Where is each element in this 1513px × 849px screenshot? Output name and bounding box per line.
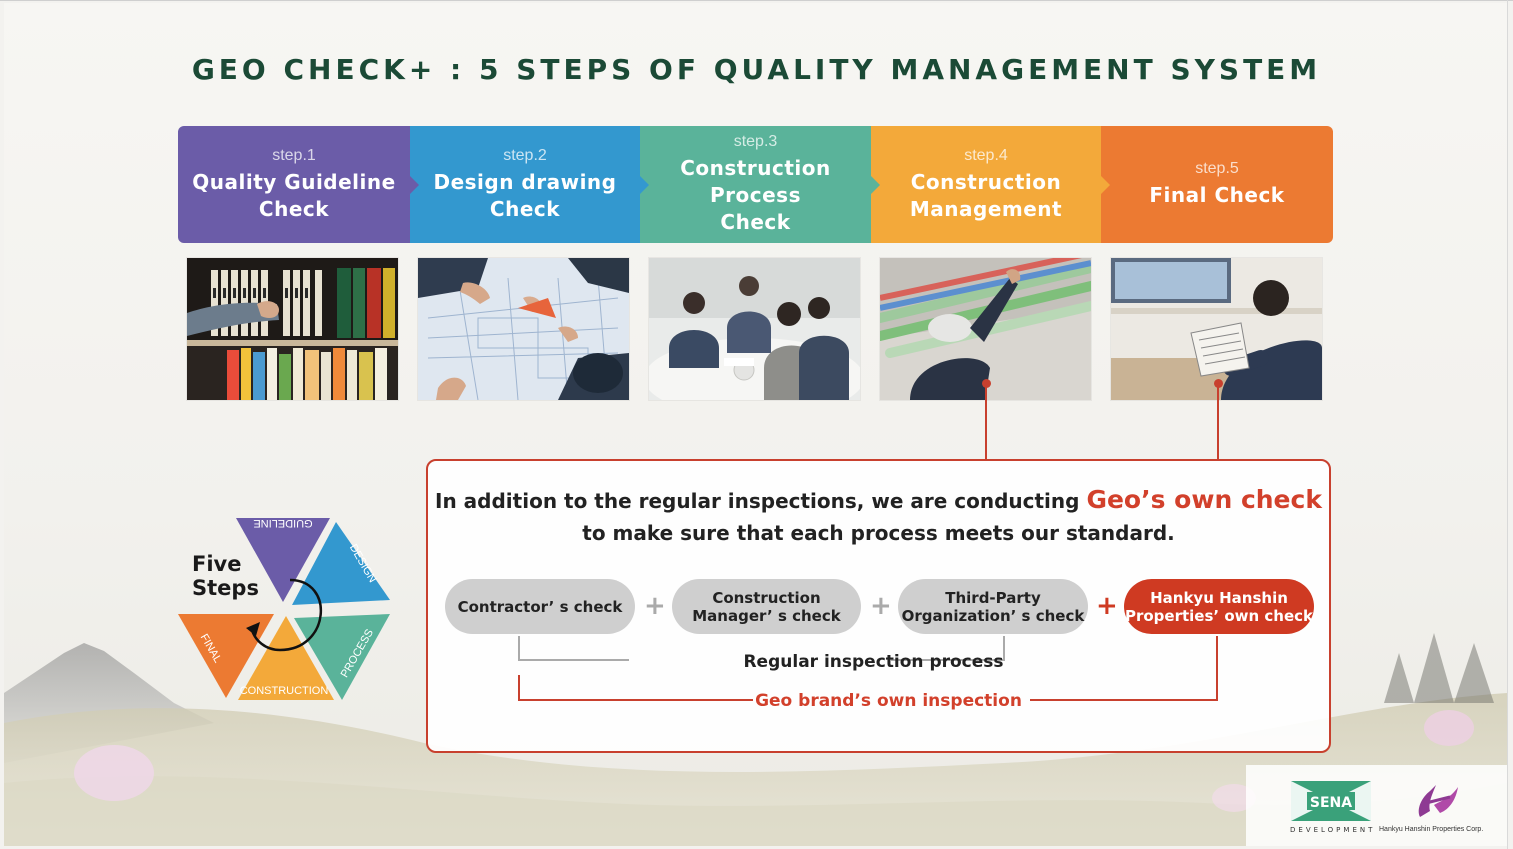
geo-own-check-highlight: Geo’s own check xyxy=(1086,485,1322,514)
segment-guideline-label: GUIDELINE xyxy=(253,517,312,529)
step-5-title: Final Check xyxy=(1149,183,1285,207)
plus-sign-3: + xyxy=(1096,591,1118,621)
page-title: GEO CHECK+ : 5 STEPS OF QUALITY MANAGEME… xyxy=(191,53,1322,86)
infobox-line1: In addition to the regular inspections, … xyxy=(435,485,1322,514)
hankyu-hanshin-text: Hankyu Hanshin Properties Corp. xyxy=(1379,826,1484,833)
connector-line-step4 xyxy=(985,384,987,460)
step-2-number: step.2 xyxy=(503,146,547,164)
cycle-arrow-head-icon xyxy=(246,622,260,636)
connector-dot-step5 xyxy=(1214,379,1223,388)
step-2-arrow xyxy=(640,175,649,194)
geo-brand-inspection-label: Geo brand’s own inspection xyxy=(755,691,1022,711)
regular-inspection-bracket xyxy=(518,636,1218,701)
plus-sign-1: + xyxy=(644,591,666,621)
cycle-arrow-icon xyxy=(250,578,323,652)
step-5: step.5 Final Check xyxy=(1101,126,1333,243)
step-4-arrow xyxy=(1101,175,1110,194)
photo-ceiling-inspection xyxy=(880,258,1091,400)
step-5-number: step.5 xyxy=(1195,160,1239,177)
frame-right-line xyxy=(1507,0,1508,849)
hankyu-hanshin-logo-icon xyxy=(1418,785,1458,817)
regular-inspection-label: Regular inspection process xyxy=(743,652,1004,672)
sena-development-text: DEVELOPMENT xyxy=(1290,826,1376,834)
step-1-number: step.1 xyxy=(272,146,316,164)
step-1-arrow xyxy=(410,175,419,194)
frame-top-line xyxy=(0,0,1513,1)
sena-logo: SENA xyxy=(1291,781,1371,821)
step-3-arrow xyxy=(871,175,880,194)
step-4-number: step.4 xyxy=(964,146,1008,164)
photo-meeting xyxy=(649,258,860,400)
infobox-line2: to make sure that each process meets our… xyxy=(582,521,1175,545)
segment-construction-label: CONSTRUCTION xyxy=(240,685,329,697)
connector-line-step5 xyxy=(1217,384,1219,460)
own-check-infobox: In addition to the regular inspections, … xyxy=(426,459,1331,753)
five-steps-diagram: GUIDELINE DESIGN PROCESS CONSTRUCTION FI… xyxy=(178,517,390,700)
step-3-number: step.3 xyxy=(733,133,778,150)
photo-blueprints xyxy=(418,258,629,400)
logo-area xyxy=(1246,765,1507,846)
connector-dot-step4 xyxy=(982,379,991,388)
plus-sign-2: + xyxy=(870,591,892,621)
svg-text:SENA: SENA xyxy=(1310,795,1352,811)
landscape-background xyxy=(4,633,1507,846)
photo-bookshelf xyxy=(187,258,398,400)
pill-contractor-check: Contractor’ s check xyxy=(445,579,635,634)
